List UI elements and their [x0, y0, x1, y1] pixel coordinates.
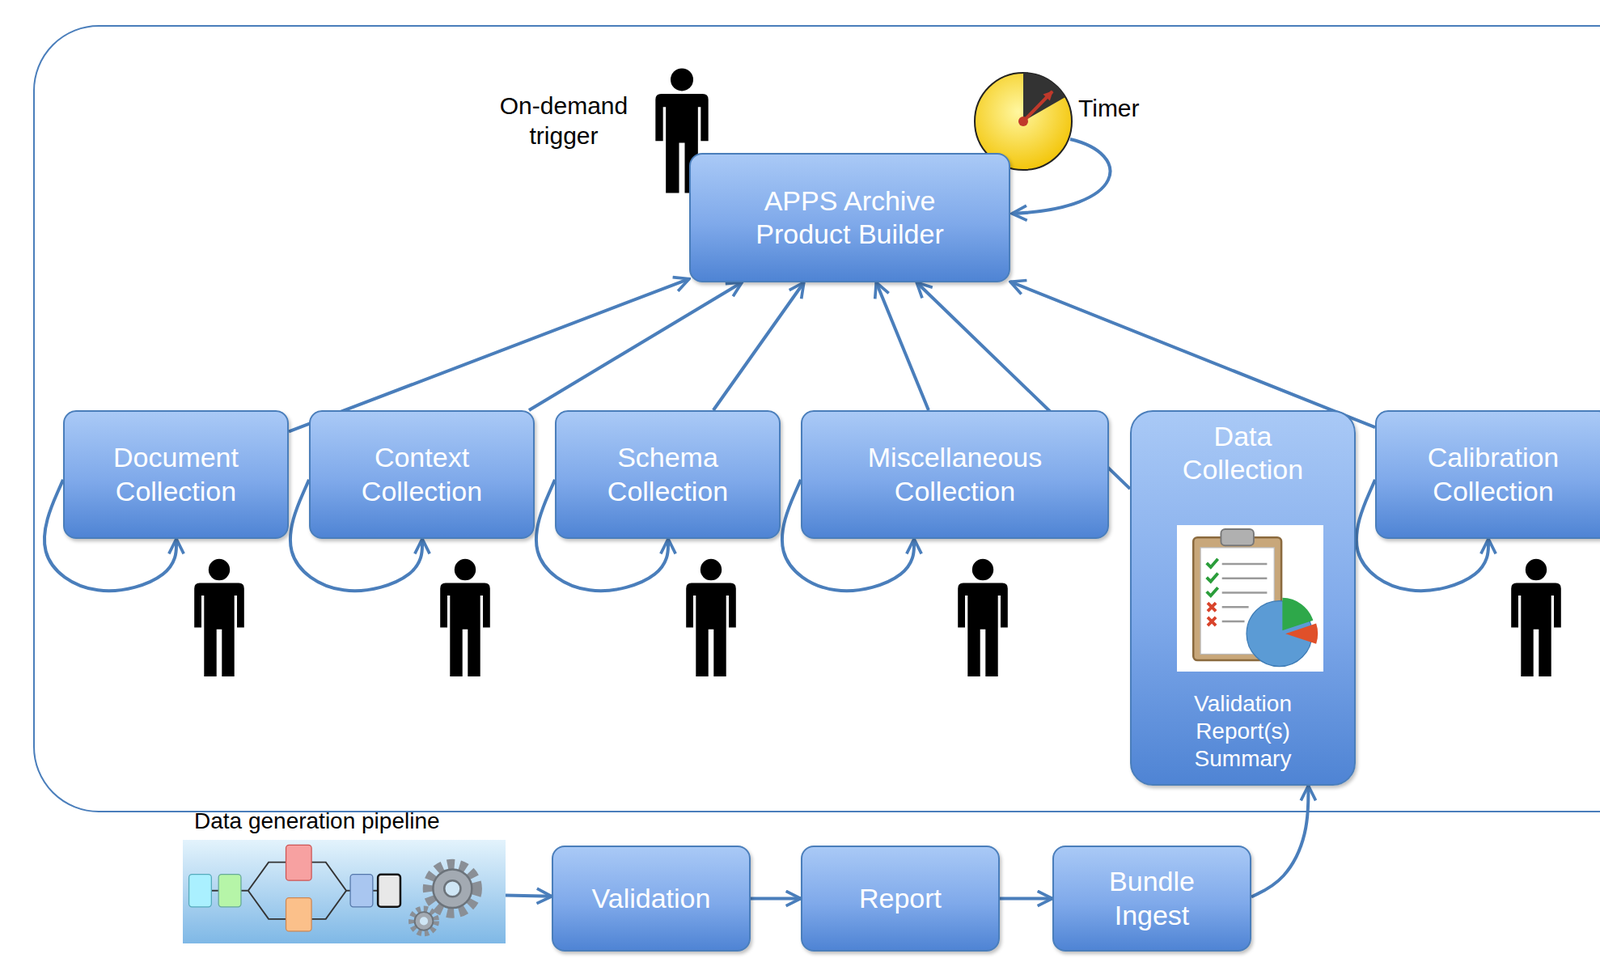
node-title: Data Collection: [1155, 419, 1330, 487]
node-caption: Data generation pipeline: [182, 807, 441, 835]
person-icon: [957, 558, 1008, 677]
pipeline-illustration: [182, 839, 506, 944]
collection-box: Calibration Collection: [1375, 410, 1600, 539]
node-title: Document Collection: [82, 440, 270, 508]
person-icon: [685, 558, 737, 677]
node-title: Bundle Ingest: [1086, 864, 1218, 932]
timer-loop-arrow: [1011, 139, 1110, 214]
flow-arrow: [529, 282, 742, 411]
collection-box: Context Collection: [308, 410, 535, 539]
validation-report-icon: [1176, 524, 1324, 672]
node-title: Validation: [592, 881, 712, 915]
report-icon: [1176, 524, 1324, 672]
person-icon: [1511, 558, 1562, 677]
node-title: Report: [859, 881, 942, 915]
collection-box: Miscellaneous Collection: [800, 410, 1109, 539]
node-title: APPS Archive Product Builder: [729, 184, 970, 252]
flow-arrow: [750, 897, 801, 901]
node-title: Schema Collection: [574, 440, 762, 508]
trigger-label: On-demand trigger: [482, 91, 645, 151]
builder-box: APPS Archive Product Builder: [689, 152, 1011, 283]
pipeline-picture: [182, 839, 506, 944]
person-icons: [194, 67, 1562, 677]
flow-arrow: [713, 282, 805, 411]
node-subtitle: Validation Report(s) Summary: [1155, 689, 1330, 773]
flow-arrow: [505, 895, 552, 897]
timer-label: Timer: [1078, 93, 1192, 124]
data-collection-box: Data CollectionValidation Report(s) Summ…: [1130, 410, 1356, 786]
collection-box: Schema Collection: [554, 410, 781, 539]
pipeline-node: Data generation pipeline: [182, 807, 506, 944]
node-title: Context Collection: [328, 440, 516, 508]
system-boundary: [33, 25, 1600, 812]
flow-arrow: [999, 897, 1053, 901]
process-box: Report: [800, 845, 1000, 952]
process-box: Validation: [551, 845, 751, 952]
person-icon: [440, 558, 491, 677]
flow-arrow: [288, 279, 690, 432]
collection-box: Document Collection: [63, 410, 289, 539]
flow-arrow: [1251, 785, 1308, 898]
person-icon: [194, 558, 245, 677]
node-title: Miscellaneous Collection: [820, 440, 1090, 508]
flow-arrow: [876, 282, 929, 411]
flow-arrow: [1010, 281, 1376, 428]
node-title: Calibration Collection: [1394, 440, 1592, 508]
process-box: Bundle Ingest: [1052, 845, 1252, 952]
